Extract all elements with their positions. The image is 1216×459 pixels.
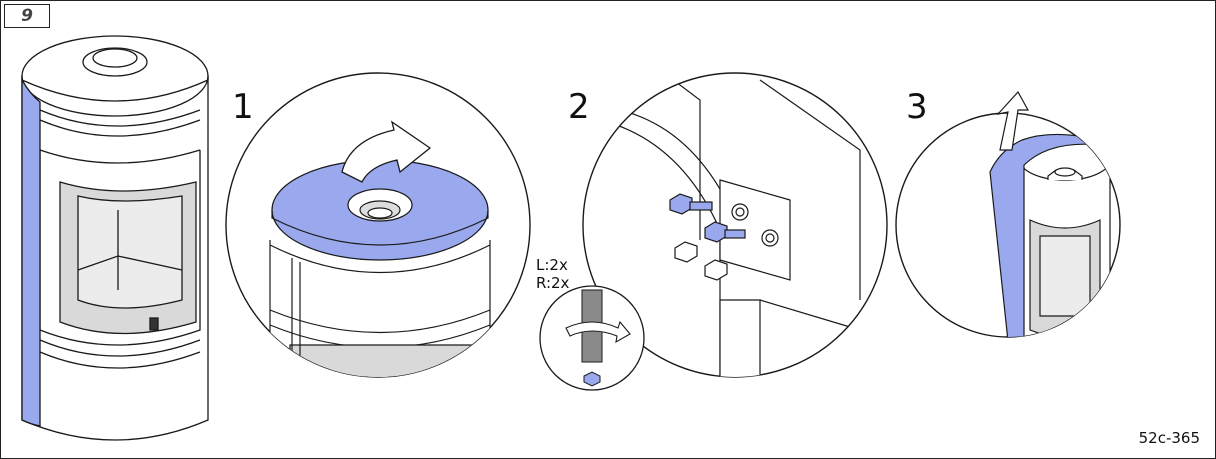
detail-3: [895, 90, 1121, 338]
detail-2: [539, 72, 888, 391]
step-1-label: 1: [232, 87, 254, 127]
detail-1: [225, 72, 531, 378]
stove-main: [21, 35, 209, 441]
figure-code: 52c-365: [1138, 429, 1200, 447]
step-3-label: 3: [906, 87, 928, 127]
figure-number-badge: 9: [4, 4, 50, 28]
step-2-label: 2: [568, 87, 590, 127]
quantity-right: R:2x: [536, 274, 570, 292]
quantity-left: L:2x: [536, 256, 568, 274]
